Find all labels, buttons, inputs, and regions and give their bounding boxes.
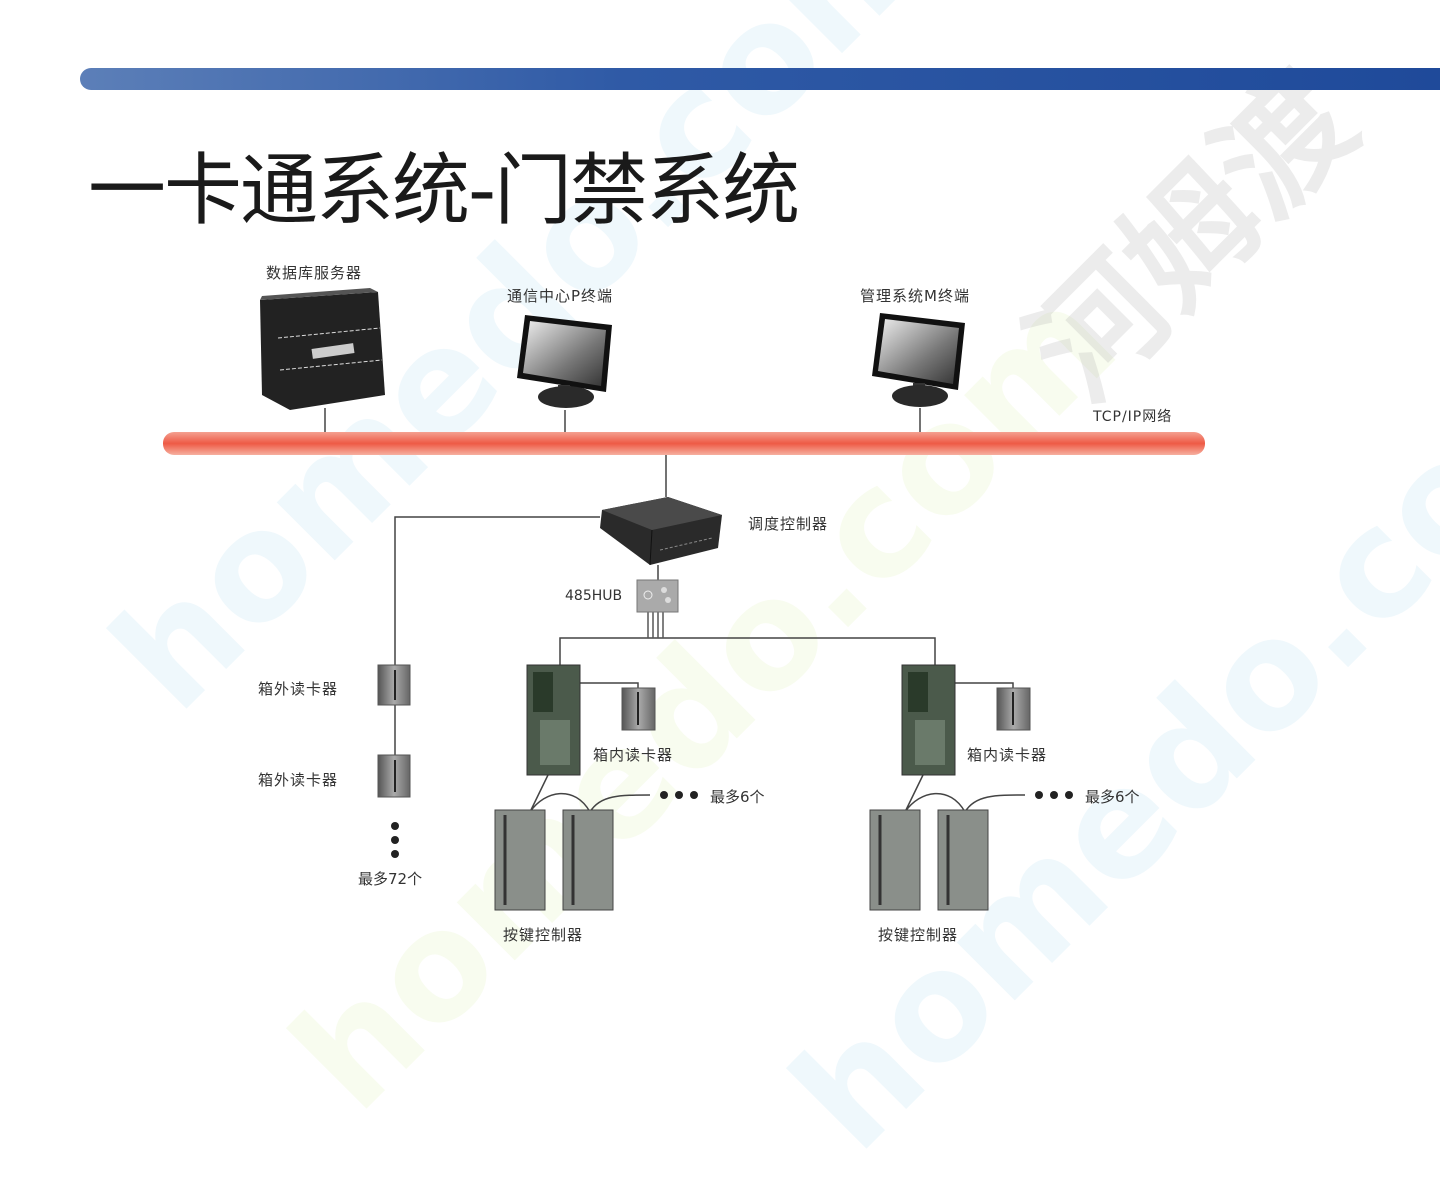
label-db-server: 数据库服务器 — [266, 264, 363, 282]
outer-card-reader-icon — [377, 664, 411, 706]
label-outer-reader-1: 箱外读卡器 — [258, 680, 339, 698]
comm-terminal-monitor-icon — [517, 315, 612, 408]
dispatch-controller-icon — [600, 497, 722, 566]
header-bar — [80, 68, 1440, 90]
label-comm-terminal: 通信中心P终端 — [507, 287, 614, 305]
database-server-icon — [260, 288, 385, 410]
mgmt-terminal-monitor-icon — [872, 313, 965, 407]
label-inner-reader-left: 箱内读卡器 — [593, 746, 674, 764]
label-key-controller-right: 按键控制器 — [878, 926, 959, 944]
label-tcp-ip: TCP/IP网络 — [1093, 409, 1173, 425]
label-outer-reader-2: 箱外读卡器 — [258, 771, 339, 789]
485hub-icon — [636, 579, 679, 613]
ellipsis-dots-icon — [660, 791, 1073, 799]
key-controller-terminals — [503, 815, 950, 905]
outer-card-reader-icon — [377, 754, 411, 798]
key-controller-icons — [494, 809, 989, 911]
access-control-board-right-icon — [901, 664, 956, 776]
inner-card-reader-icon — [996, 687, 1031, 731]
label-mgmt-terminal: 管理系统M终端 — [860, 287, 970, 305]
label-hub: 485HUB — [565, 588, 623, 604]
label-key-controller-left: 按键控制器 — [503, 926, 584, 944]
hub-wires — [647, 612, 664, 638]
tcp-ip-bus — [163, 432, 1205, 455]
network-diagram — [163, 288, 1205, 911]
label-key-max-left: 最多6个 — [710, 788, 765, 806]
ellipsis-dots-icon — [391, 822, 399, 858]
access-control-board-left-icon — [526, 664, 581, 776]
label-inner-reader-right: 箱内读卡器 — [967, 746, 1048, 764]
label-key-max-right: 最多6个 — [1085, 788, 1140, 806]
label-outer-max: 最多72个 — [358, 870, 423, 888]
label-dispatch-controller: 调度控制器 — [748, 515, 829, 533]
page-title: 一卡通系统-门禁系统 — [88, 146, 800, 236]
inner-card-reader-icon — [621, 687, 656, 731]
